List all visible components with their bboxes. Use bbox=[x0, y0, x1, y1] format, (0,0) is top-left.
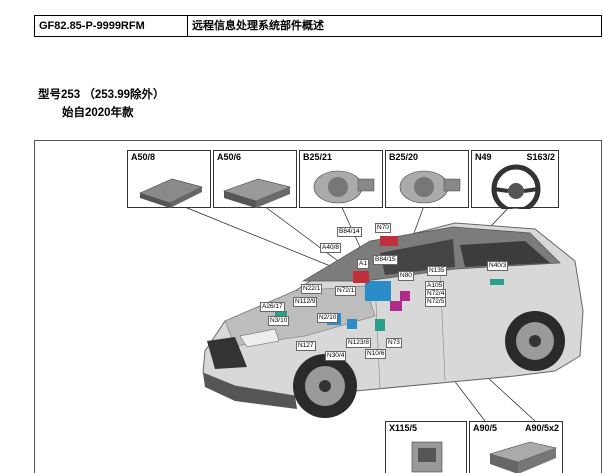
steering-wheel-icon bbox=[491, 164, 541, 209]
thumbnail-a50-8: A50/8 bbox=[127, 150, 211, 208]
callout-label: N30/4 bbox=[325, 351, 347, 361]
thumbnail-label: X115/5 bbox=[389, 423, 418, 433]
microphone-icon bbox=[399, 170, 461, 204]
component-overview-figure: A50/8 A50/6 B25/21 B25/20 N49 S1 bbox=[34, 140, 602, 473]
callout-label: A1 bbox=[357, 259, 369, 269]
thumbnail-label-secondary: A90/5x2 bbox=[524, 423, 559, 433]
callout-label: N72/5 bbox=[425, 297, 447, 307]
callout-label: B84/14 bbox=[337, 227, 362, 237]
thumbnail-label: N49 bbox=[475, 152, 492, 162]
callout-label: N127 bbox=[296, 341, 316, 351]
thumbnail-b25-20: B25/20 bbox=[385, 150, 469, 208]
callout-label: N72/1 bbox=[335, 286, 357, 296]
thumbnail-a90-5: A90/5 A90/5x2 bbox=[469, 421, 563, 473]
car-body-shape bbox=[202, 222, 584, 418]
connector-icon bbox=[411, 441, 443, 473]
callout-label: N22/1 bbox=[301, 284, 323, 294]
thumbnail-a50-6: A50/6 bbox=[213, 150, 297, 208]
emergency-call-module-icon bbox=[488, 441, 558, 473]
thumbnail-label: B25/21 bbox=[303, 152, 333, 162]
callout-label: N70 bbox=[375, 223, 391, 233]
callout-label: A26/17 bbox=[260, 302, 285, 312]
thumbnail-label: A90/5 bbox=[473, 423, 498, 433]
thumbnail-b25-21: B25/21 bbox=[299, 150, 383, 208]
control-unit-icon bbox=[223, 178, 291, 208]
thumbnail-label: A50/6 bbox=[217, 152, 242, 162]
telematics-module-icon bbox=[139, 178, 203, 208]
callout-label: N40/3 bbox=[487, 261, 509, 271]
callout-label: A40/8 bbox=[320, 243, 341, 253]
document-title: 远程信息处理系统部件概述 bbox=[192, 20, 324, 32]
model-applicability: 型号253 （253.99除外） bbox=[38, 89, 165, 101]
callout-label: N3/10 bbox=[268, 316, 290, 326]
model-year-applicability: 始自2020年款 bbox=[62, 107, 134, 119]
thumbnail-label-secondary: S163/2 bbox=[526, 152, 555, 162]
thumbnail-label: A50/8 bbox=[131, 152, 156, 162]
callout-label: N2/10 bbox=[317, 313, 339, 323]
callout-label: N73 bbox=[386, 338, 402, 348]
callout-label: B84/15 bbox=[373, 255, 398, 265]
callout-label: N112/9 bbox=[293, 297, 318, 307]
microphone-icon bbox=[313, 170, 375, 204]
thumbnail-label: B25/20 bbox=[389, 152, 419, 162]
callout-label: N123/8 bbox=[346, 338, 371, 348]
callout-label: N135 bbox=[427, 266, 447, 276]
thumbnail-n49-s163-2: N49 S163/2 bbox=[471, 150, 559, 209]
callout-label: N10/6 bbox=[365, 349, 387, 359]
document-code: GF82.85-P-9999RFM bbox=[35, 16, 188, 36]
callout-label: N80 bbox=[398, 271, 414, 281]
thumbnail-x115-5: X115/5 bbox=[385, 421, 467, 473]
document-header-table: GF82.85-P-9999RFM 远程信息处理系统部件概述 bbox=[34, 15, 602, 37]
